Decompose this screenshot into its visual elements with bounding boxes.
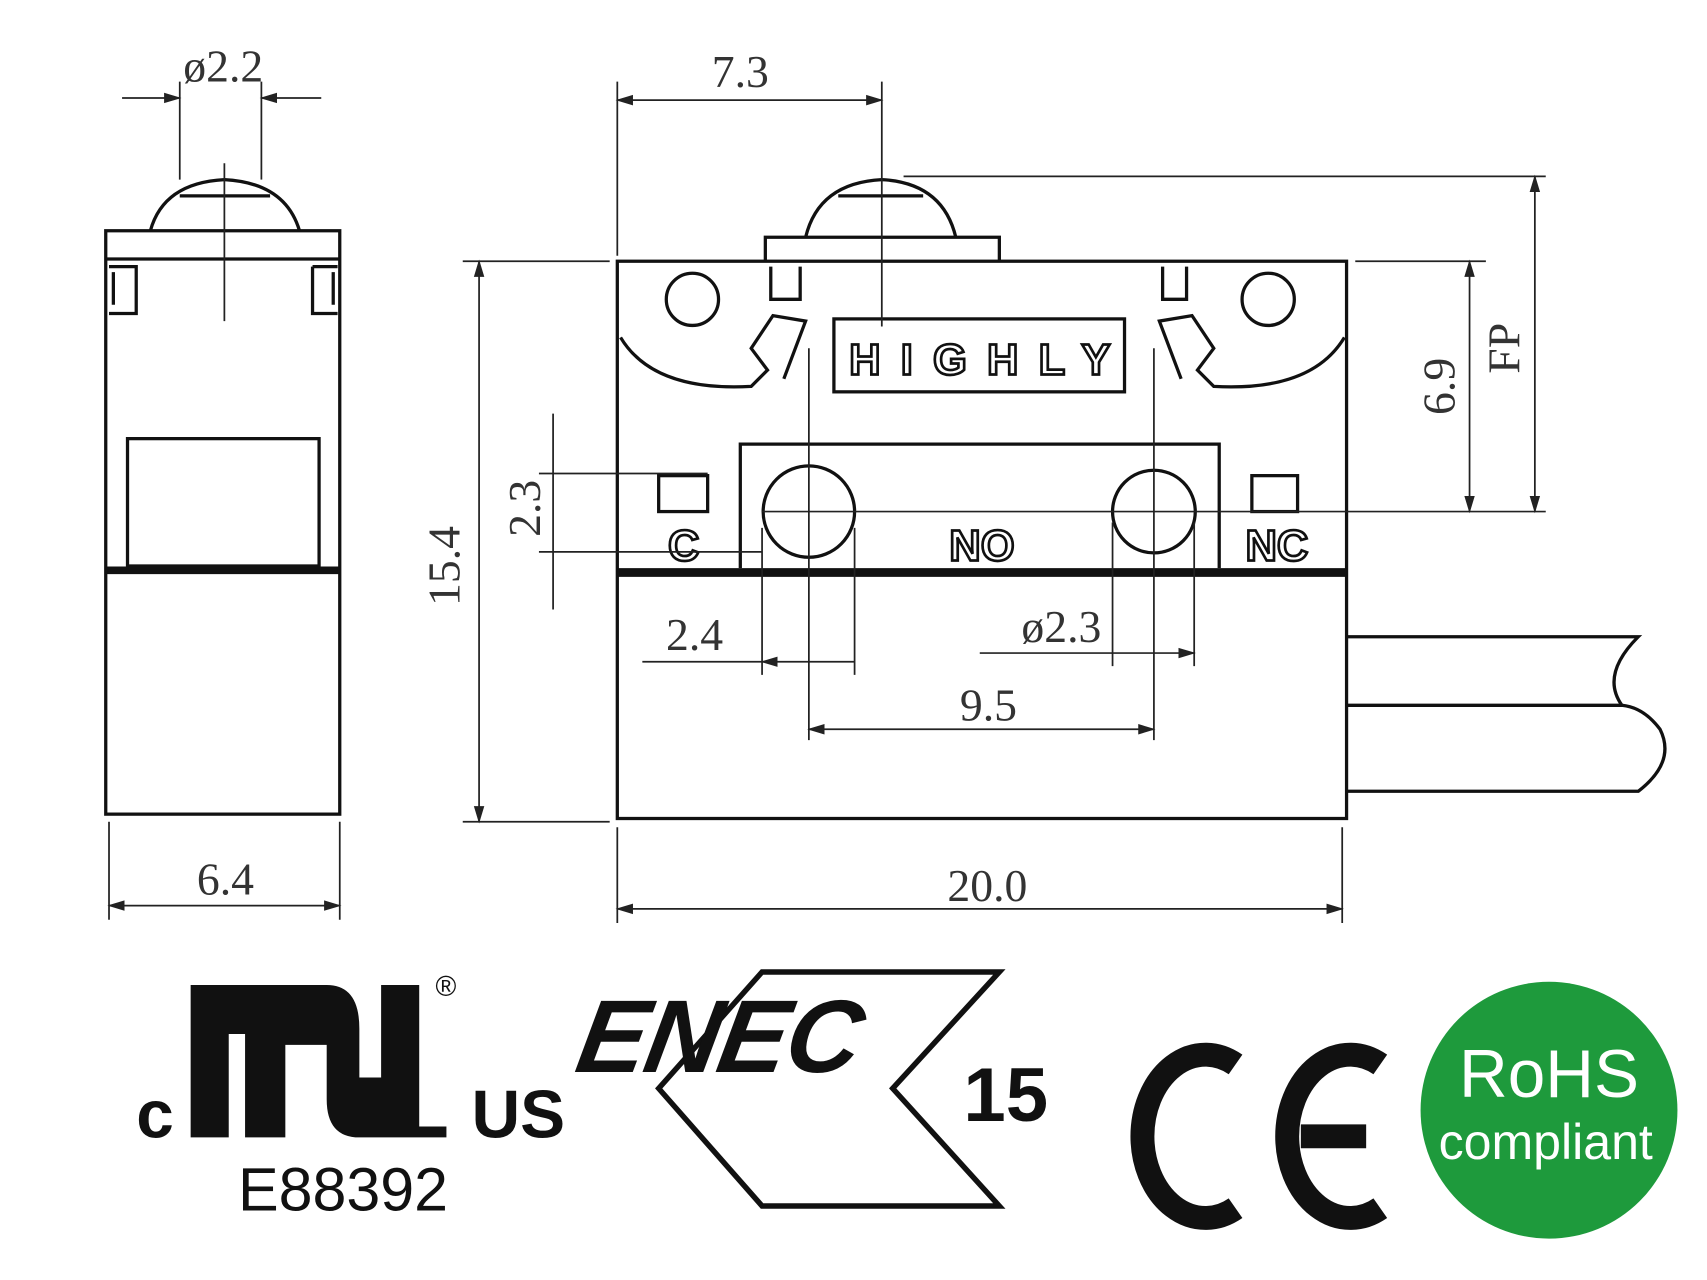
rohs-compliant-badge: RoHS compliant — [1420, 981, 1678, 1239]
terminal-height-label: 2.3 — [499, 480, 550, 537]
terminal-c-label: C — [668, 523, 699, 571]
side-width-label: 6.4 — [197, 854, 254, 905]
side-view: ø2.2 6.4 — [104, 41, 342, 920]
ul-file-number: E88392 — [238, 1155, 448, 1223]
body-length-label: 20.0 — [947, 860, 1027, 911]
body-height-label: 15.4 — [418, 526, 469, 606]
ce-label: CE — [1263, 1135, 1265, 1137]
ul-suffix: US — [471, 1077, 565, 1152]
free-position-label: FP — [1479, 323, 1530, 374]
rohs-subtitle: compliant — [1439, 1114, 1653, 1170]
enec-certification-logo: ENEC 15 — [569, 969, 1048, 1209]
terminal-no-label: NO — [949, 523, 1014, 571]
enec-number: 15 — [963, 1053, 1048, 1138]
front-view: HIGHLY C NO NC — [615, 177, 1667, 821]
hole-spacing-label: 9.5 — [960, 680, 1017, 731]
registered-mark: ® — [436, 970, 457, 1002]
terminal-nc-label: NC — [1245, 523, 1308, 571]
dimensions: 7.3 20.0 15.4 2.3 6.9 FP 2.4 ø2.3 9.5 — [418, 46, 1546, 923]
ul-certification-logo: c US ® E88392 — [136, 970, 565, 1223]
enec-letters: ENEC — [569, 980, 874, 1095]
ul-prefix: c — [136, 1077, 174, 1152]
rohs-title: RoHS — [1459, 1037, 1639, 1112]
brand-label: HIGHLY — [849, 336, 1110, 384]
plunger-diameter-label: ø2.2 — [183, 41, 263, 92]
hole-edge-offset-label: 2.4 — [666, 609, 723, 660]
plunger-offset-label: 7.3 — [712, 46, 769, 97]
hole-diameter-label: ø2.3 — [1021, 601, 1101, 652]
free-position-height-label: 6.9 — [1413, 358, 1464, 415]
ce-mark: CE — [1130, 1042, 1388, 1230]
